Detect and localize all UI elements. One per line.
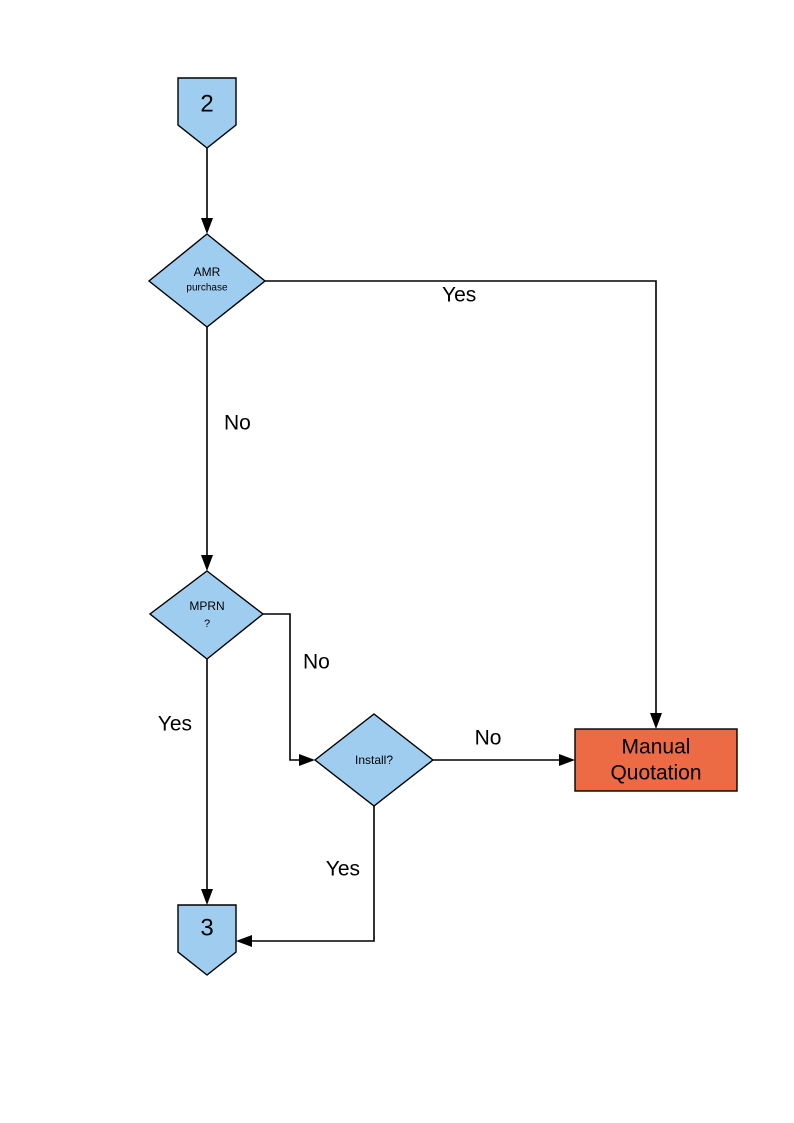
decision-mprn-label-line1: MPRN <box>189 599 224 613</box>
edge-install-yes <box>236 806 375 947</box>
edge-amr-yes <box>265 280 662 729</box>
connector-3-node[interactable]: 3 <box>177 904 237 976</box>
decision-amr-label-line2: purchase <box>186 283 228 294</box>
decision-mprn-label-line2: ? <box>204 618 210 630</box>
process-manual-quotation-label-line2: Quotation <box>610 762 701 785</box>
edge-mprn-yes <box>201 659 213 905</box>
connector-2-shape[interactable] <box>177 77 237 149</box>
decision-install-node[interactable]: Install? <box>313 713 435 807</box>
decision-amr-shape[interactable] <box>147 233 267 328</box>
edge-install-no <box>433 754 575 766</box>
process-manual-quotation-label-line1: Manual <box>622 736 691 759</box>
decision-amr-label-line1: AMR <box>194 265 221 279</box>
decision-mprn-node[interactable]: MPRN ? <box>148 570 265 660</box>
decision-mprn-shape[interactable] <box>148 570 265 660</box>
edge-label-install-no: No <box>475 727 502 750</box>
process-manual-quotation-shape[interactable] <box>574 728 738 792</box>
decision-install-shape[interactable] <box>313 713 435 807</box>
connector-3-label: 3 <box>200 914 213 941</box>
decision-amr-node[interactable]: AMR purchase <box>147 233 267 328</box>
edge-label-amr-yes: Yes <box>442 284 476 307</box>
decision-install-label: Install? <box>355 753 393 767</box>
connector-2-label: 2 <box>200 90 213 117</box>
edge-label-install-yes: Yes <box>326 858 360 881</box>
connector-2-node[interactable]: 2 <box>177 77 237 149</box>
process-manual-quotation-node[interactable]: Manual Quotation <box>574 728 738 792</box>
edge-label-mprn-yes: Yes <box>158 713 192 736</box>
edge-mprn-no <box>263 613 315 766</box>
connector-3-shape[interactable] <box>177 904 237 976</box>
edge-label-amr-no: No <box>224 412 251 435</box>
edge-amr-no <box>201 327 213 571</box>
edge-2-to-amr <box>201 148 213 234</box>
edge-label-mprn-no: No <box>303 651 330 674</box>
